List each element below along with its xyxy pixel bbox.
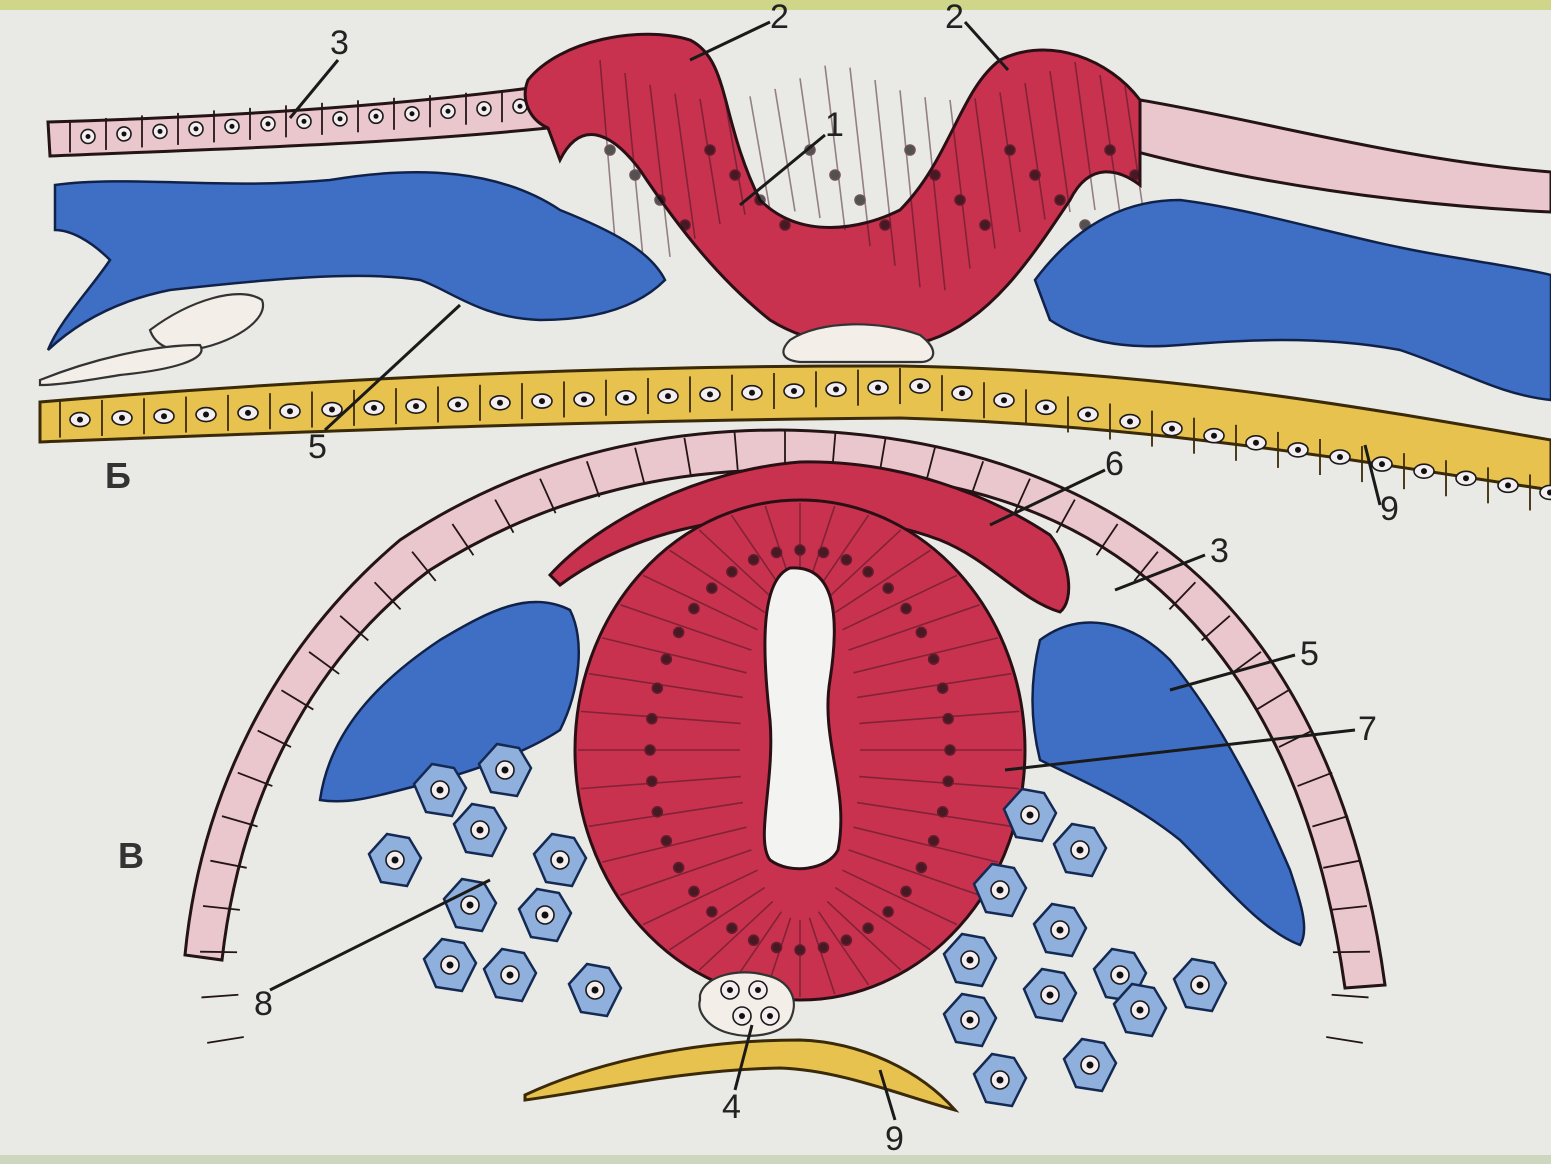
neural-crest-left <box>48 172 665 350</box>
neural-canal <box>764 568 841 869</box>
panel-label-v: В <box>118 835 144 876</box>
label-3-bottom: 3 <box>1210 532 1229 570</box>
neural-crest-right <box>1035 200 1551 400</box>
label-7: 7 <box>1358 710 1377 748</box>
label-5-bottom: 5 <box>1300 635 1319 673</box>
label-9-top: 9 <box>1380 490 1399 528</box>
neural-tube <box>575 500 1025 1000</box>
label-3-top: 3 <box>330 24 349 62</box>
ectoderm-left-strip <box>48 88 548 156</box>
label-5-top: 5 <box>308 428 327 466</box>
panel-label-b: Б <box>105 455 131 496</box>
ectoderm-right-strip <box>1130 100 1551 212</box>
label-2-left: 2 <box>770 0 789 36</box>
label-6: 6 <box>1105 445 1124 483</box>
bottom-border-strip <box>0 1155 1551 1164</box>
label-8: 8 <box>254 985 273 1023</box>
label-9-bottom: 9 <box>885 1120 904 1158</box>
label-4: 4 <box>722 1088 741 1126</box>
notochord <box>699 972 793 1035</box>
label-1: 1 <box>825 106 844 144</box>
label-2-right: 2 <box>945 0 964 36</box>
